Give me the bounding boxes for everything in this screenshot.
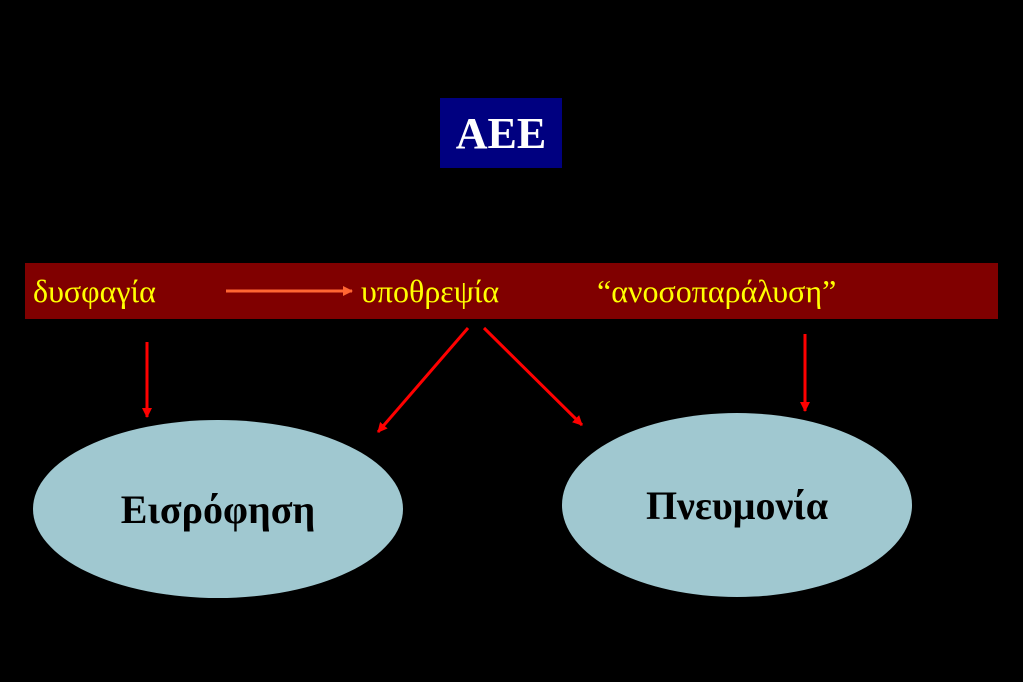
pneumonia-label: Πνευμονία <box>645 482 829 528</box>
diagram-title: ΑΕΕ <box>455 108 547 158</box>
arrow-malnutrition-to-pneumonia <box>482 326 584 427</box>
cause-band: δυσφαγία υποθρεψία “ανοσοπαράλυση” <box>25 263 998 319</box>
term-immunoparalysis: “ανοσοπαράλυση” <box>597 273 837 309</box>
aspiration-node: Εισρόφηση <box>33 420 403 598</box>
pneumonia-node: Πνευμονία <box>562 413 912 597</box>
aspiration-label: Εισρόφηση <box>120 486 316 532</box>
term-dysphagia: δυσφαγία <box>33 273 156 309</box>
term-malnutrition: υποθρεψία <box>361 273 500 309</box>
arrow-malnutrition-to-aspiration <box>376 327 470 433</box>
title-box: ΑΕΕ <box>440 98 562 168</box>
